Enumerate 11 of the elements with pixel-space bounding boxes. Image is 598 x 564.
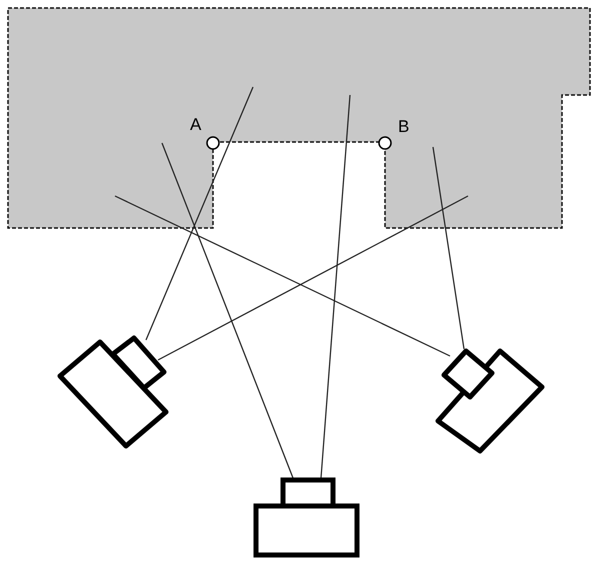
camera-drawing	[253, 478, 360, 558]
camera-drawing	[436, 347, 546, 455]
sight-line	[158, 195, 468, 361]
point-label: B	[398, 118, 410, 135]
sight-line	[145, 86, 254, 340]
sight-line	[432, 146, 465, 350]
sight-line	[320, 94, 351, 478]
point-label: A	[190, 116, 202, 133]
sight-line	[114, 195, 450, 357]
sight-line	[161, 142, 294, 478]
camera-drawing	[58, 336, 168, 448]
